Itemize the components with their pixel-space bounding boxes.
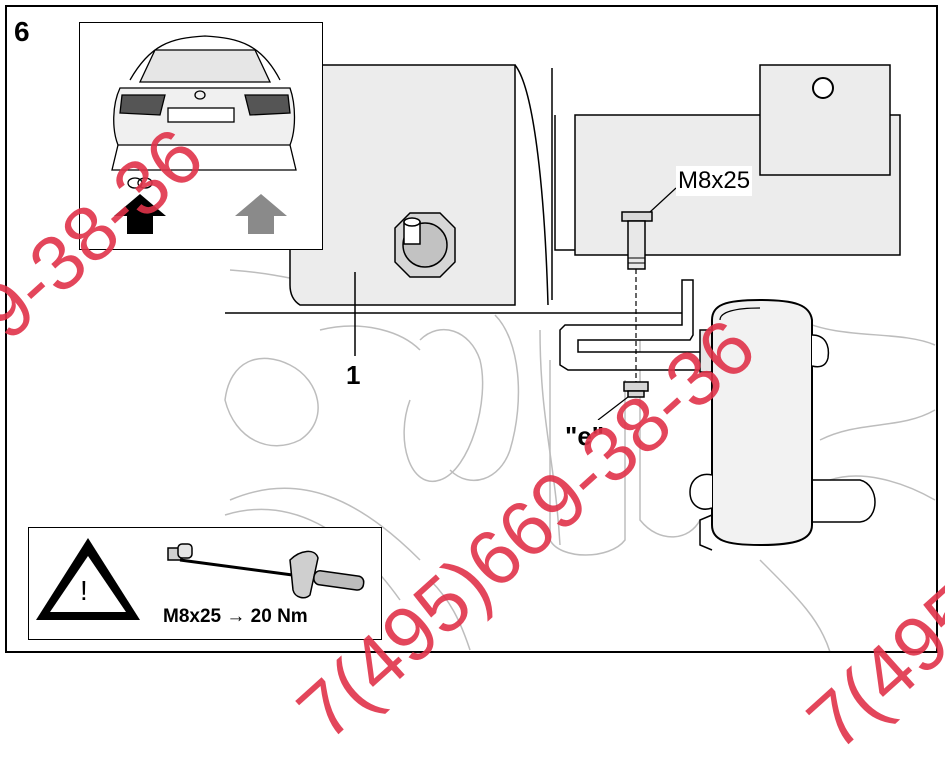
stud-nut [394,212,456,278]
callout-1-label: 1 [346,360,361,390]
installation-diagram: 6 1 M8x25 "e" ! M8x25 → 20 Nm 9-38-36 7(… [0,5,945,767]
bolt-m8x25 [621,187,677,382]
exhaust-component [689,298,876,551]
bolt-size-label: M8x25 [676,166,753,196]
figure-border [5,5,938,653]
warning-exclamation: ! [80,575,88,606]
inset-overlay [111,35,297,234]
nut-e-label: "e" [562,420,608,452]
torque-spec: M8x25 → 20 Nm [163,606,308,627]
step-number: 6 [14,16,30,47]
nut-e [597,381,649,421]
warning-overlay [36,538,365,620]
bracket-part-1 [225,64,901,314]
background-outlines [224,269,936,653]
